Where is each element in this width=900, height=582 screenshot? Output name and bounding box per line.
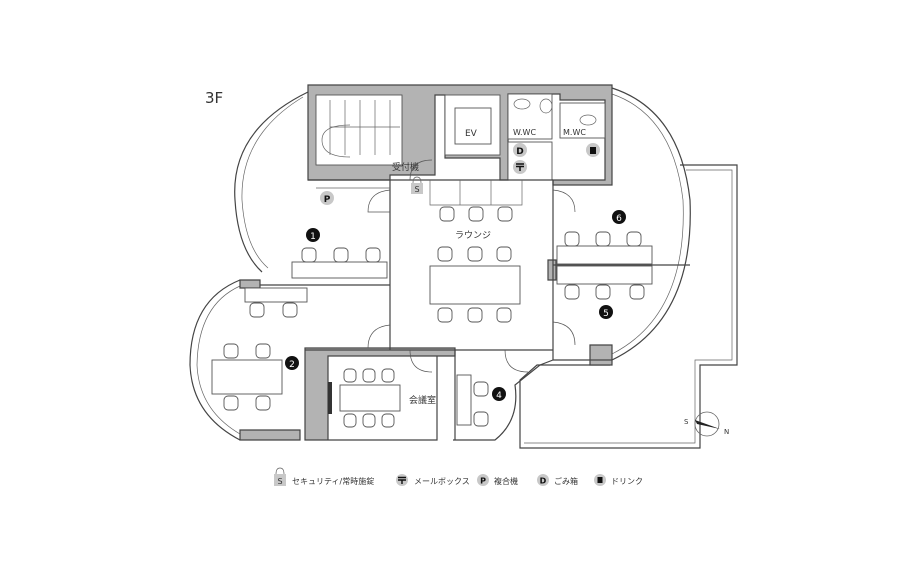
security-lock-icon: S [411, 176, 423, 194]
svg-text:S: S [414, 185, 419, 194]
terrace [519, 164, 738, 449]
room-4-furniture [456, 374, 489, 427]
svg-text:4: 4 [496, 391, 502, 401]
legend-item-printer: P 複合機 [477, 474, 518, 486]
outer-walls [189, 87, 691, 441]
legend: S セキュリティ/常時施錠 メールボックス P 複合機 D ごみ箱 ドリンク [274, 467, 643, 486]
room-number-4: 4 [492, 387, 506, 401]
meeting-room-label: 会議室 [409, 394, 436, 406]
svg-text:S: S [277, 477, 282, 486]
lounge-furniture [429, 206, 521, 323]
svg-text:5: 5 [603, 309, 609, 319]
doors [367, 159, 576, 373]
room-number-1: 1 [306, 228, 320, 242]
svg-text:2: 2 [289, 360, 295, 370]
trash-icon: D [513, 143, 527, 157]
drink-icon [586, 143, 600, 157]
printer-icon: P [320, 191, 334, 205]
room-6-5-furniture [556, 231, 653, 300]
elevator-label: EV [465, 129, 478, 139]
svg-text:ごみ箱: ごみ箱 [554, 476, 578, 486]
svg-text:セキュリティ/常時施錠: セキュリティ/常時施錠 [292, 476, 374, 486]
compass: S N [684, 411, 729, 437]
svg-text:ドリンク: ドリンク [611, 477, 643, 486]
svg-text:複合機: 複合機 [494, 476, 518, 486]
floor-label: 3F [205, 89, 223, 107]
svg-text:D: D [540, 477, 547, 486]
men-wc-label: M.WC [563, 128, 586, 137]
mailbox-icon [513, 160, 527, 174]
svg-text:S: S [684, 418, 689, 426]
lounge-label: ラウンジ [455, 230, 491, 241]
legend-item-mailbox: メールボックス [396, 474, 470, 486]
legend-item-security: S セキュリティ/常時施錠 [274, 467, 374, 486]
room-number-6: 6 [612, 210, 626, 224]
svg-text:N: N [724, 428, 729, 436]
svg-text:1: 1 [310, 232, 316, 242]
legend-item-trash: D ごみ箱 [537, 474, 578, 486]
meeting-room-furniture [328, 368, 401, 428]
room-2-furniture [211, 287, 308, 411]
legend-item-drink: ドリンク [594, 474, 643, 486]
women-wc-label: W.WC [513, 128, 536, 137]
svg-text:D: D [516, 147, 523, 157]
svg-text:6: 6 [616, 214, 622, 224]
room-1-furniture [291, 247, 388, 279]
reception-label: 受付機 [392, 161, 419, 173]
svg-text:メールボックス: メールボックス [414, 477, 470, 486]
svg-text:P: P [324, 195, 331, 205]
room-number-5: 5 [599, 305, 613, 319]
svg-text:P: P [480, 477, 486, 486]
room-number-2: 2 [285, 356, 299, 370]
